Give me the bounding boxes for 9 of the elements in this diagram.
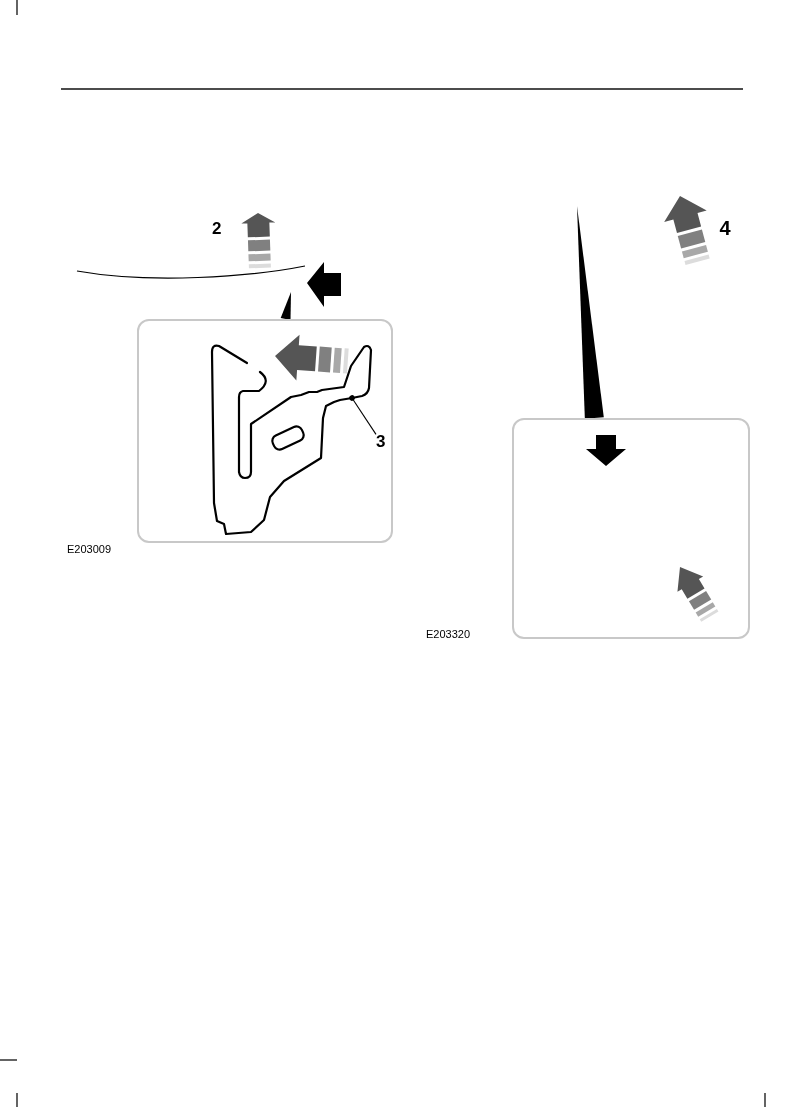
inset-frame bbox=[512, 418, 750, 639]
callout-number: 3 bbox=[376, 433, 386, 450]
figure-code: E203320 bbox=[426, 629, 471, 640]
zoom-pointer bbox=[280, 292, 291, 320]
callout-number: 2 bbox=[212, 219, 222, 237]
figure-code: E203009 bbox=[67, 544, 112, 555]
leader-line bbox=[349, 395, 377, 435]
inset-frame bbox=[137, 319, 393, 543]
callout-number: 4 bbox=[719, 217, 731, 238]
